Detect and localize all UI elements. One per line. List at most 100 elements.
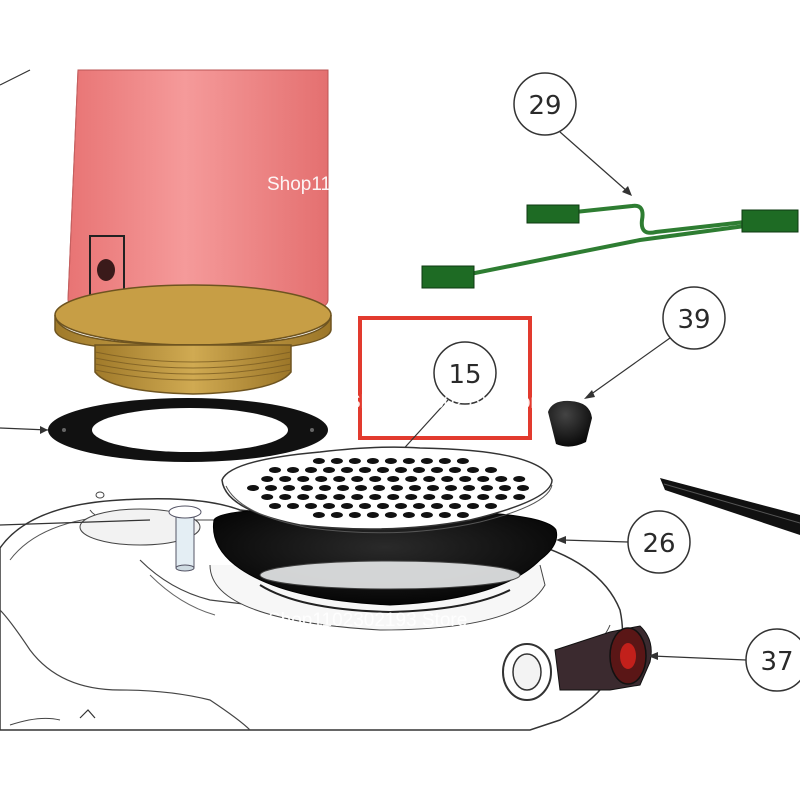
strainer-hole xyxy=(431,503,443,509)
heater-cylinder xyxy=(67,69,329,323)
highlight-box xyxy=(358,316,532,440)
strainer-hole xyxy=(265,485,277,491)
strainer-hole xyxy=(348,512,361,518)
strainer-hole xyxy=(441,494,454,500)
strainer-hole xyxy=(405,476,418,482)
strainer-hole xyxy=(319,485,331,491)
strainer-hole xyxy=(261,476,274,482)
strainer-hole xyxy=(463,485,475,491)
strainer-hole xyxy=(315,494,328,500)
strainer-hole xyxy=(467,503,479,509)
strainer-hole xyxy=(402,512,415,518)
rubber-cap xyxy=(548,400,592,447)
connector-right xyxy=(741,209,799,233)
strainer-hole xyxy=(420,458,433,464)
strainer-hole xyxy=(449,467,461,473)
strainer-hole xyxy=(247,485,259,491)
strainer-hole xyxy=(477,476,490,482)
rubber-strip xyxy=(660,478,800,535)
strainer-hole xyxy=(405,494,418,500)
strainer-hole xyxy=(337,485,349,491)
callout-26: 26 xyxy=(556,510,691,574)
strainer-hole xyxy=(359,503,371,509)
strainer-hole xyxy=(423,494,436,500)
strainer-hole xyxy=(315,476,328,482)
connector-left-lower xyxy=(421,265,475,289)
strainer-hole xyxy=(377,467,389,473)
brass-ring xyxy=(54,284,332,395)
strainer-hole xyxy=(330,512,343,518)
strainer-hole xyxy=(287,467,299,473)
strainer-hole xyxy=(513,494,526,500)
strainer-hole xyxy=(413,503,425,509)
strainer-hole xyxy=(485,503,497,509)
strainer-hole xyxy=(517,485,529,491)
strainer-hole xyxy=(297,476,310,482)
callout-37: 37 xyxy=(648,628,800,692)
strainer-hole xyxy=(369,494,382,500)
strainer-hole xyxy=(427,485,439,491)
strainer-hole xyxy=(297,494,310,500)
strainer-hole xyxy=(279,494,292,500)
callout-39: 39 xyxy=(584,286,726,399)
cable-assembly xyxy=(421,203,799,289)
watermark-3: Shop1102302193 Store xyxy=(268,610,467,631)
strainer-hole xyxy=(481,485,493,491)
strainer-hole xyxy=(355,485,367,491)
perforated-strainer xyxy=(221,446,553,534)
clear-pin xyxy=(168,505,202,572)
strainer-holes xyxy=(247,458,529,518)
strainer-hole xyxy=(261,494,274,500)
callout-label-15: 15 xyxy=(448,360,481,390)
strainer-hole xyxy=(333,494,346,500)
strainer-hole xyxy=(459,494,472,500)
callout-label-29: 29 xyxy=(528,91,561,121)
strainer-hole xyxy=(456,458,469,464)
strainer-hole xyxy=(513,476,526,482)
callout-label-37: 37 xyxy=(760,647,793,677)
strainer-hole xyxy=(413,467,425,473)
strainer-hole xyxy=(438,512,451,518)
strainer-hole xyxy=(384,458,397,464)
callout-label-26: 26 xyxy=(642,529,675,559)
callout-15: 15 xyxy=(394,341,497,460)
strainer-hole xyxy=(305,467,317,473)
leader-line-pin xyxy=(0,519,151,526)
strainer-hole xyxy=(369,476,382,482)
strainer-hole xyxy=(312,512,325,518)
strainer-hole xyxy=(387,494,400,500)
strainer-hole xyxy=(495,494,508,500)
strainer-hole xyxy=(377,503,389,509)
strainer-hole xyxy=(323,503,335,509)
watermark-2: Shop1102302193 Store xyxy=(348,392,547,413)
strainer-hole xyxy=(467,467,479,473)
strainer-hole xyxy=(312,458,325,464)
strainer-hole xyxy=(485,467,497,473)
strainer-hole xyxy=(409,485,421,491)
strainer-hole xyxy=(477,494,490,500)
strainer-hole xyxy=(301,485,313,491)
strainer-hole xyxy=(341,467,353,473)
strainer-hole xyxy=(438,458,451,464)
strainer-hole xyxy=(456,512,469,518)
strainer-hole xyxy=(420,512,433,518)
flat-gasket xyxy=(48,398,328,462)
strainer-hole xyxy=(449,503,461,509)
strainer-hole xyxy=(283,485,295,491)
valve-fitting xyxy=(502,625,652,701)
callout-label-39: 39 xyxy=(677,305,710,335)
leader-line-top-left xyxy=(0,69,31,86)
strainer-hole xyxy=(279,476,292,482)
strainer-hole xyxy=(333,476,346,482)
black-bowl xyxy=(212,508,558,614)
strainer-hole xyxy=(373,485,385,491)
strainer-hole xyxy=(445,485,457,491)
strainer-hole xyxy=(348,458,361,464)
strainer-hole xyxy=(269,503,281,509)
strainer-hole xyxy=(387,476,400,482)
strainer-hole xyxy=(431,467,443,473)
strainer-hole xyxy=(499,485,511,491)
strainer-hole xyxy=(391,485,403,491)
strainer-hole xyxy=(402,458,415,464)
